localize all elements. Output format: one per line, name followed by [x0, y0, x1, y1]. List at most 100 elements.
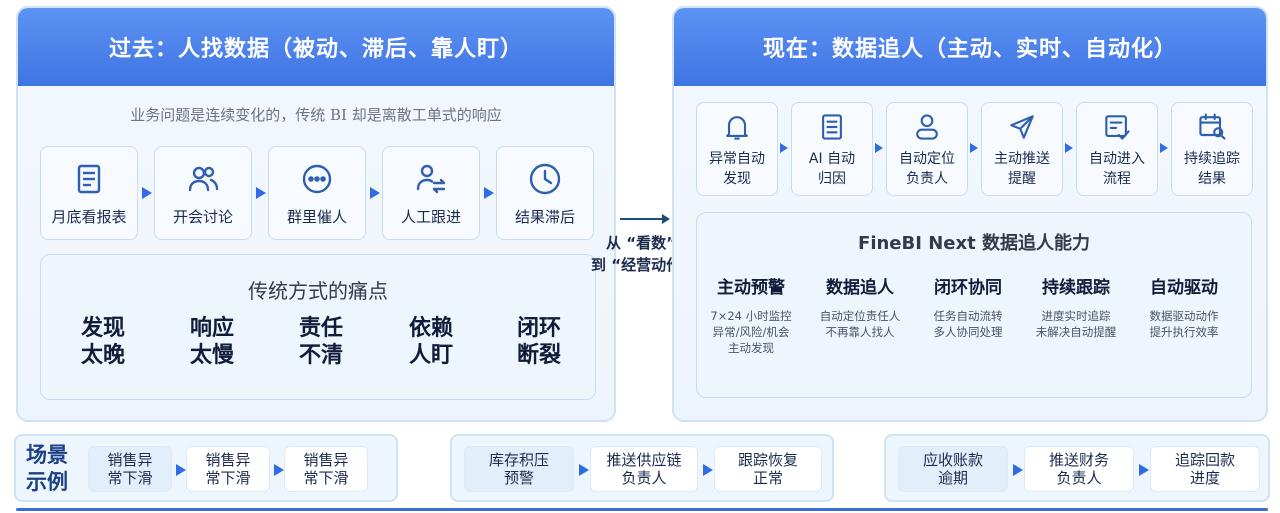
chip-line: 应收账款: [922, 451, 983, 469]
chip-line: 库存积压: [488, 451, 549, 469]
capability-name: 主动预警: [717, 278, 785, 298]
flow-arrow: [579, 464, 589, 476]
flow-arrow: [875, 143, 883, 153]
people-icon: [184, 160, 222, 198]
pain-line: 闭环: [516, 316, 561, 341]
pain-line: 断裂: [516, 343, 561, 368]
past-subtitle: 业务问题是连续变化的，传统 BI 却是离散工单式的响应: [130, 106, 502, 124]
chip-line: 进度: [1189, 469, 1220, 487]
flow-arrow: [1065, 143, 1073, 153]
step-group-chat: 群里催人: [268, 146, 366, 240]
pain-points-title: 传统方式的痛点: [248, 279, 388, 303]
capability-item: 数据追人 自动定位责任人 不再靠人找人: [805, 273, 915, 340]
scenario-step: 销售异常下滑: [88, 446, 172, 492]
capability-desc: 数据驱动动作 提升执行效率: [1129, 308, 1239, 340]
step-label: 开会讨论: [172, 207, 233, 226]
scenario-step: 追踪回款进度: [1150, 446, 1260, 492]
scenario-step: 库存积压预警: [464, 446, 574, 492]
capability-desc: 自动定位责任人 不再靠人找人: [805, 308, 915, 340]
rstep-anomaly-detect: 异常自动 发现: [696, 102, 778, 196]
scenario-label-line: 场景: [26, 443, 68, 467]
flow-arrow: [370, 187, 380, 199]
scenario-label: 场景 示例: [26, 442, 80, 496]
flow-arrow: [970, 143, 978, 153]
flow-arrow: [484, 187, 494, 199]
desc-line: 任务自动流转: [933, 309, 1003, 323]
scenario-step: 跟踪恢复正常: [714, 446, 822, 492]
desc-line: 未解决自动提醒: [1035, 325, 1117, 339]
step-label: 月底看报表: [51, 207, 127, 226]
pain-point: 闭环 断裂: [499, 315, 579, 369]
rstep-line: 自动定位: [899, 150, 955, 167]
rstep-locate-owner: 自动定位 负责人: [886, 102, 968, 196]
capability-item: 主动预警 7×24 小时监控 异常/风险/机会 主动发现: [696, 273, 806, 356]
chip-line: 逾期: [937, 469, 968, 487]
pain-line: 依赖: [408, 316, 453, 341]
rstep-line: 异常自动: [709, 150, 765, 167]
rstep-line: 自动进入: [1089, 150, 1145, 167]
capability-desc: 7×24 小时监控 异常/风险/机会 主动发现: [696, 308, 806, 356]
desc-line: 多人协同处理: [933, 325, 1003, 339]
capability-desc: 任务自动流转 多人协同处理: [913, 308, 1023, 340]
rstep-ai-attribution: AI 自动 归因: [791, 102, 873, 196]
scenario-group-inventory: 库存积压预警 推送供应链负责人 跟踪恢复正常: [450, 434, 834, 502]
flow-arrow: [780, 143, 788, 153]
rstep-line: 持续追踪: [1184, 150, 1240, 167]
chip-line: 推送供应链: [606, 451, 682, 469]
report-icon: [70, 160, 108, 198]
rstep-line: 发现: [723, 170, 751, 187]
transition-arrow: [620, 214, 670, 224]
present-panel: 现在：数据追人（主动、实时、自动化） 异常自动 发现 AI 自动 归因 自动定位…: [672, 6, 1268, 422]
document-icon: [816, 111, 848, 148]
pain-point: 依赖 人盯: [391, 315, 471, 369]
scenario-group-receivables: 应收账款逾期 推送财务负责人 追踪回款进度: [884, 434, 1270, 502]
rstep-push-reminder: 主动推送 提醒: [981, 102, 1063, 196]
chip-line: 跟踪恢复: [737, 451, 798, 469]
desc-line: 异常/风险/机会: [712, 325, 790, 339]
rstep-track-results: 持续追踪 结果: [1171, 102, 1253, 196]
step-result-lag: 结果滞后: [496, 146, 594, 240]
rstep-line: 提醒: [1008, 170, 1036, 187]
step-label: 结果滞后: [514, 207, 575, 226]
scenario-group-sales: 场景 示例 销售异常下滑 销售异常下滑 销售异常下滑: [14, 434, 398, 502]
desc-line: 主动发现: [728, 341, 774, 355]
pain-point: 发现 太晚: [63, 315, 143, 369]
pain-line: 不清: [298, 343, 343, 368]
rstep-line: 负责人: [906, 170, 948, 187]
pain-line: 太慢: [189, 343, 234, 368]
chip-line: 销售异: [205, 451, 251, 469]
rstep-line: 主动推送: [994, 150, 1050, 167]
chip-line: 常下滑: [107, 469, 153, 487]
present-panel-title: 现在：数据追人（主动、实时、自动化）: [674, 8, 1266, 86]
chip-line: 正常: [752, 469, 783, 487]
checklist-icon: [1101, 111, 1133, 148]
step-manual-follow: 人工跟进: [382, 146, 480, 240]
rstep-line: AI 自动: [808, 150, 856, 167]
capability-desc: 进度实时追踪 未解决自动提醒: [1021, 308, 1131, 340]
capability-box: FineBI Next 数据追人能力 主动预警 7×24 小时监控 异常/风险/…: [696, 212, 1252, 398]
desc-line: 提升执行效率: [1149, 325, 1219, 339]
scenario-label-line: 示例: [26, 470, 68, 494]
flow-arrow: [1160, 143, 1168, 153]
rstep-line: 归因: [818, 170, 846, 187]
transition-line: 从 “看数”: [606, 234, 676, 252]
bell-icon: [721, 111, 753, 148]
scenario-step: 应收账款逾期: [898, 446, 1008, 492]
rstep-line: 结果: [1198, 170, 1226, 187]
pain-line: 响应: [189, 316, 234, 341]
step-meeting: 开会讨论: [154, 146, 252, 240]
desc-line: 不再靠人找人: [825, 325, 895, 339]
scenario-step: 推送供应链负责人: [590, 446, 698, 492]
person-transfer-icon: [412, 160, 450, 198]
flow-arrow: [176, 464, 186, 476]
pain-point: 责任 不清: [281, 315, 361, 369]
flow-arrow: [1013, 464, 1023, 476]
capability-name: 闭环协同: [934, 278, 1002, 298]
transition-line: 到 “经营动作”: [591, 256, 691, 274]
desc-line: 7×24 小时监控: [710, 309, 792, 323]
user-icon: [911, 111, 943, 148]
flow-arrow: [1139, 464, 1149, 476]
chip-line: 销售异: [303, 451, 349, 469]
scenario-step: 销售异常下滑: [186, 446, 270, 492]
past-panel: 过去：人找数据（被动、滞后、靠人盯） 业务问题是连续变化的，传统 BI 却是离散…: [16, 6, 616, 422]
